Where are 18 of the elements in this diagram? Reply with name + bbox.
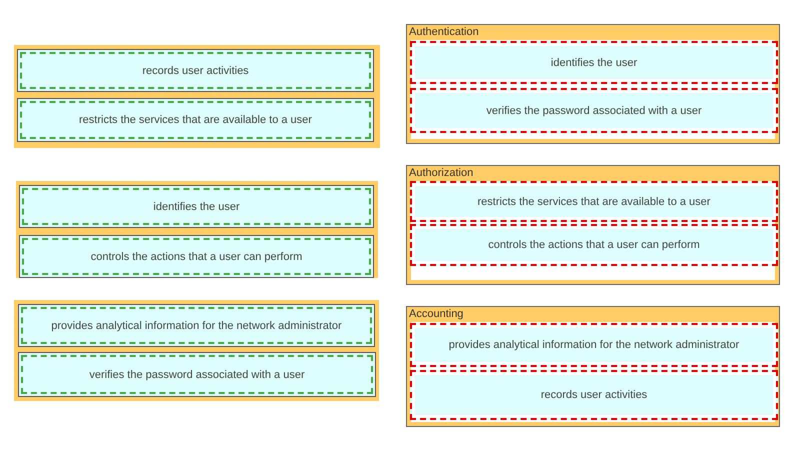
option-group-panel — [14, 300, 379, 401]
placed-answer-card: controls the actions that a user can perform — [410, 224, 778, 266]
placed-answer-card: identifies the user — [410, 41, 778, 84]
option-card: verifies the password associated with a user — [18, 352, 376, 397]
category-panel — [406, 24, 780, 144]
category-panel — [406, 165, 780, 285]
placed-answer-card: provides analytical information for the network administrator — [410, 323, 778, 367]
option-card: records user activities — [17, 49, 374, 92]
option-card: identifies the user — [19, 185, 374, 228]
placed-answer-card: restricts the services that are available to a user — [410, 181, 778, 222]
option-card: controls the actions that a user can perform — [19, 235, 374, 278]
placed-answer-card: records user activities — [410, 370, 778, 420]
placed-answer-card: verifies the password associated with a user — [410, 88, 778, 133]
category-panel — [406, 306, 780, 427]
option-group-panel — [14, 45, 380, 148]
option-card: provides analytical information for the network administrator — [18, 304, 375, 347]
option-card: restricts the services that are available to a user — [17, 98, 374, 142]
option-group-panel — [16, 181, 378, 278]
